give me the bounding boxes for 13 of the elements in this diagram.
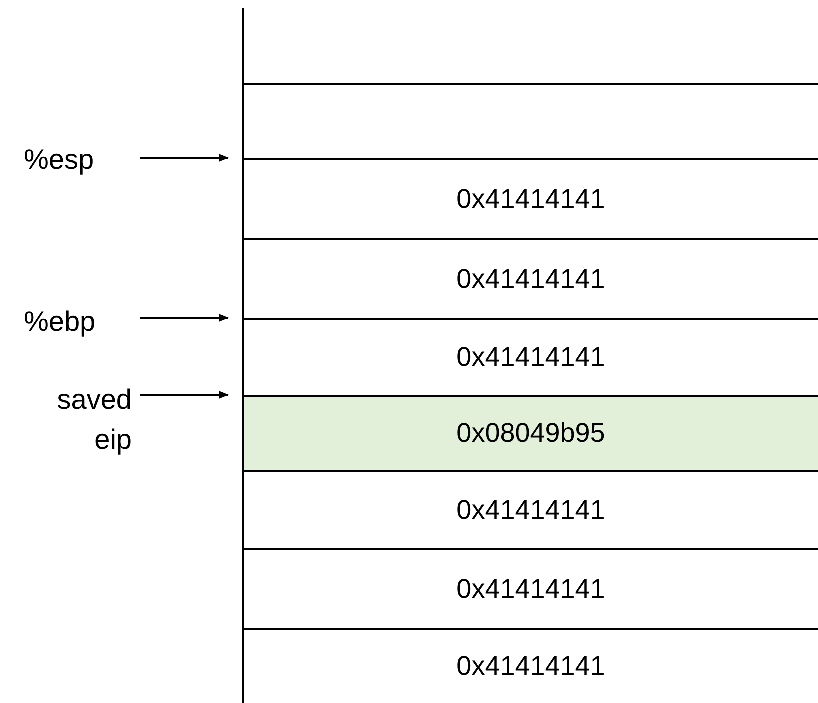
stack-cell: 0x41414141 [242, 470, 818, 548]
arrow [140, 391, 229, 399]
stack-cell: 0x41414141 [242, 628, 818, 703]
arrow [140, 154, 229, 162]
arrow [140, 314, 229, 322]
stack-cell: 0x41414141 [242, 548, 818, 628]
stack-cell [242, 83, 818, 158]
register-label: %ebp [24, 302, 134, 342]
register-label: %esp [24, 140, 134, 180]
stack-cell: 0x08049b95 [242, 395, 818, 470]
register-label: saved eip [24, 380, 132, 460]
stack-cell: 0x41414141 [242, 238, 818, 318]
stack-cell: 0x41414141 [242, 158, 818, 238]
